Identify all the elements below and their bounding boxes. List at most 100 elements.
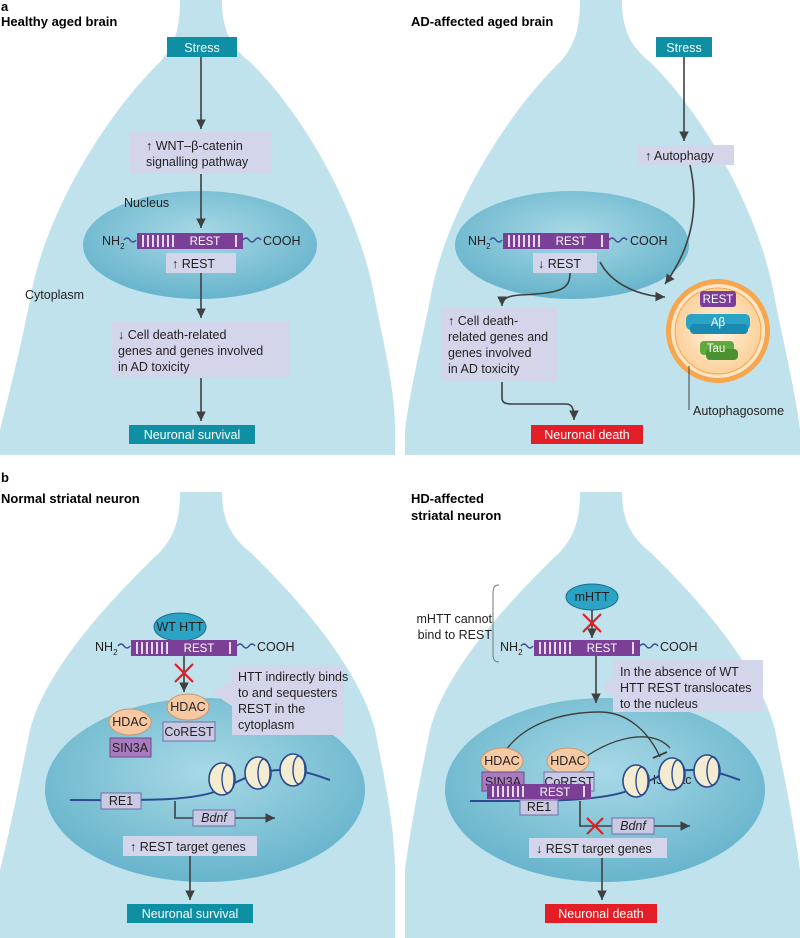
genes-line3: in AD toxicity	[118, 360, 190, 374]
cytoplasm-label: Cytoplasm	[25, 288, 84, 302]
nh2-label: NH2	[102, 234, 125, 251]
callout-line1: In the absence of WT	[620, 665, 739, 679]
blocked-cross-icon	[174, 663, 194, 683]
panel-title-line2: striatal neuron	[411, 508, 501, 523]
cannot-line1: mHTT cannot	[417, 612, 493, 626]
rest-dna-label: REST	[540, 787, 571, 799]
rest-label: REST	[190, 236, 221, 248]
outcome-label: Neuronal survival	[142, 907, 239, 921]
nucleosome-icon	[244, 756, 272, 790]
outcome-label: Neuronal death	[558, 907, 644, 921]
targets-label: ↑ REST target genes	[130, 840, 246, 854]
rest-protein: NH2 REST COOH	[95, 640, 295, 657]
bracket	[492, 584, 500, 663]
blocked-cross-icon	[582, 613, 602, 633]
cell-a-left	[0, 0, 395, 455]
stress-box	[167, 37, 237, 57]
wnt-box	[130, 132, 272, 174]
bdnf-label: Bdnf	[620, 819, 647, 833]
panel-title-line1: HD-affected	[411, 491, 484, 506]
ap-tau-label: Tau	[707, 343, 726, 355]
autophagosome: REST Aβ Tau	[666, 279, 770, 383]
callout-line4: cytoplasm	[238, 718, 294, 732]
genes-box	[441, 308, 557, 382]
cooh-label: COOH	[263, 234, 301, 248]
re1-label: RE1	[109, 794, 133, 808]
outcome-label: Neuronal survival	[144, 428, 241, 442]
targets-box	[529, 838, 667, 858]
rest-up-box	[166, 253, 236, 273]
genes-line2: genes and genes involved	[118, 344, 263, 358]
corest-box	[162, 721, 216, 742]
targets-box	[123, 836, 257, 856]
nh2-label: NH2	[95, 640, 118, 657]
rest-label: REST	[587, 643, 618, 655]
nucleosome-icon	[693, 754, 721, 788]
panel-label-b: b	[1, 470, 9, 485]
genes-box	[112, 322, 290, 378]
outcome-box	[545, 904, 657, 923]
hdac-label: HDAC	[170, 700, 205, 714]
wthtt-label: WT HTT	[157, 620, 204, 634]
sin3a-label: SIN3A	[112, 741, 149, 755]
rest-label: REST	[556, 236, 587, 248]
sin3a-box	[109, 737, 152, 758]
callout-box	[232, 665, 344, 735]
nh2-label: NH2	[468, 234, 491, 251]
genes-line1: ↓ Cell death-related	[118, 328, 226, 342]
outcome-box	[129, 425, 255, 444]
panel-title: Normal striatal neuron	[1, 491, 140, 506]
re1-box	[519, 799, 559, 816]
rest-protein: NH2 REST COOH	[500, 640, 698, 657]
cell-a-right	[405, 0, 800, 455]
autophagosome-label: Autophagosome	[693, 404, 784, 418]
rest-protein: NH2 REST COOH	[468, 233, 668, 251]
genes-line4: in AD toxicity	[448, 362, 520, 376]
cooh-label: COOH	[257, 640, 295, 654]
genes-line3: genes involved	[448, 346, 531, 360]
nucleosome-icon	[208, 762, 236, 796]
cooh-label: COOH	[660, 640, 698, 654]
nucleosome-icon	[622, 764, 650, 798]
re1-box	[100, 792, 142, 810]
autophagy-box	[638, 145, 734, 165]
bdnf-box	[611, 817, 655, 835]
rest-protein: NH2 REST COOH	[102, 233, 301, 251]
genes-line1: ↑ Cell death-	[448, 314, 518, 328]
cannot-line2: bind to REST	[418, 628, 493, 642]
bdnf-label: Bdnf	[201, 811, 228, 825]
callout-line2: HTT REST translocates	[620, 681, 752, 695]
bdnf-box	[192, 809, 236, 827]
panel-title: AD-affected aged brain	[411, 14, 553, 29]
hdac-label: HDAC	[484, 754, 519, 768]
outcome-box	[531, 425, 643, 444]
nucleosome-icon	[658, 757, 686, 791]
rest-down-label: ↓ REST	[538, 257, 581, 271]
callout-line3: to the nucleus	[620, 697, 698, 711]
rest-up-label: ↑ REST	[172, 257, 215, 271]
outcome-box	[127, 904, 253, 923]
wnt-line2: signalling pathway	[146, 155, 249, 169]
ap-rest-box	[700, 291, 736, 307]
rest-down-box	[533, 253, 597, 273]
hdac-oval	[108, 708, 152, 736]
hdac-oval	[166, 693, 210, 721]
panel-label-a: a	[1, 0, 9, 14]
hdac-label: HDAC	[550, 754, 585, 768]
stress-label: Stress	[184, 41, 219, 55]
callout-line1: HTT indirectly binds	[238, 670, 348, 684]
ap-abeta-label: Aβ	[711, 317, 726, 329]
blocked-cross-icon	[586, 817, 604, 835]
nucleus-label: Nucleus	[124, 196, 169, 210]
stress-label: Stress	[666, 41, 701, 55]
ap-rest-label: REST	[703, 294, 734, 306]
mhtt-label: mHTT	[575, 590, 610, 604]
cooh-label: COOH	[630, 234, 668, 248]
genes-line2: related genes and	[448, 330, 548, 344]
corest-label: CoREST	[164, 725, 214, 739]
re1-label: RE1	[527, 800, 551, 814]
targets-label: ↓ REST target genes	[536, 842, 652, 856]
callout-box	[613, 660, 763, 712]
callout-line3: REST in the	[238, 702, 305, 716]
